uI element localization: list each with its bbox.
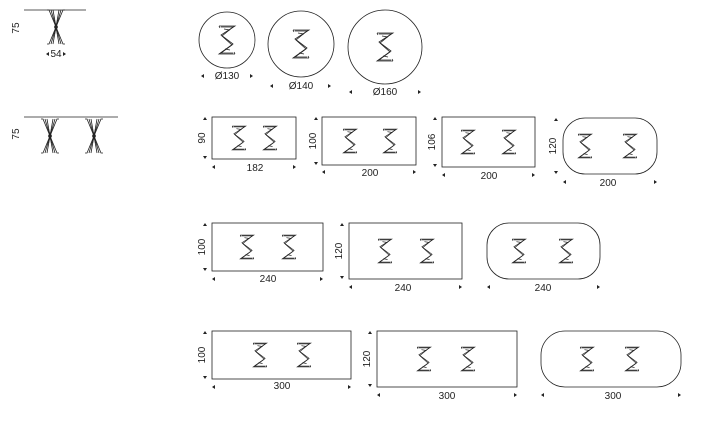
round-top-outline (198, 11, 256, 69)
dimension-arrows (433, 117, 535, 177)
z-base-plan (292, 29, 310, 59)
z-base-plan (218, 25, 236, 55)
z-base-plan (501, 129, 517, 155)
rounded-top-outline (562, 117, 658, 175)
width-label: 200 (600, 178, 617, 189)
rect-top-outline (211, 222, 324, 272)
x-base-side (46, 9, 66, 45)
rounded-top-outline (540, 330, 682, 388)
depth-label: 100 (197, 346, 208, 363)
width-label: 54 (50, 49, 62, 60)
depth-label: 100 (308, 132, 319, 149)
x-base-side (40, 118, 60, 154)
z-base-plan (624, 346, 640, 372)
diameter-label: Ø130 (215, 71, 240, 82)
side-view-double: 75 (11, 116, 118, 154)
table-240x120: 120 240 (334, 222, 463, 294)
z-base-plan (579, 346, 595, 372)
round-top-130: Ø130 (198, 11, 256, 82)
diameter-label: Ø160 (373, 87, 398, 98)
z-base-plan (416, 346, 432, 372)
width-label: 182 (247, 163, 264, 174)
rect-top-outline (348, 222, 463, 280)
height-label: 75 (11, 128, 22, 140)
round-top-160: Ø160 (347, 9, 423, 98)
side-view-single: 75 54 (11, 9, 86, 60)
width-label: 300 (439, 391, 456, 402)
table-200x106: 106 200 (427, 116, 536, 182)
z-base-plan (460, 129, 476, 155)
z-base-plan (377, 238, 393, 264)
width-label: 240 (535, 283, 552, 294)
width-label: 240 (260, 274, 277, 285)
height-label: 75 (11, 22, 22, 34)
z-base-plan (460, 346, 476, 372)
table-240-rounded: 240 (486, 222, 601, 294)
width-label: 200 (362, 168, 379, 179)
rect-top-outline (441, 116, 536, 168)
x-base-side (84, 118, 104, 154)
width-label: 200 (481, 171, 498, 182)
depth-label: 90 (197, 132, 208, 144)
z-base-plan (622, 133, 638, 159)
width-label: 240 (395, 283, 412, 294)
table-300-rounded: 300 (540, 330, 682, 402)
depth-label: 120 (362, 350, 373, 367)
round-top-outline (267, 10, 335, 78)
z-base-plan (342, 128, 358, 154)
table-240x100: 100 240 (197, 222, 324, 285)
z-base-plan (577, 133, 593, 159)
z-base-plan (382, 128, 398, 154)
width-label: 300 (274, 381, 291, 392)
z-base-plan (511, 238, 527, 264)
rect-top-outline (211, 330, 352, 380)
rounded-top-outline (486, 222, 601, 280)
z-base-plan (376, 32, 394, 62)
rect-top-outline (211, 116, 297, 160)
depth-label: 120 (548, 137, 559, 154)
dimension-arrows (203, 117, 296, 169)
depth-label: 106 (427, 133, 438, 150)
round-top-outline (347, 9, 423, 85)
diameter-label: Ø140 (289, 81, 314, 92)
table-200x120-rounded: 120 200 (548, 117, 658, 189)
table-200x100: 100 200 (308, 116, 417, 179)
round-top-140: Ø140 (267, 10, 335, 92)
z-base-plan (558, 238, 574, 264)
z-base-plan (262, 125, 278, 151)
dimension-arrows (314, 117, 416, 174)
rect-top-outline (321, 116, 417, 166)
table-300x100: 100 300 (197, 330, 352, 392)
z-base-plan (281, 234, 297, 260)
z-base-plan (239, 234, 255, 260)
table-182x90: 90 182 (197, 116, 297, 174)
dimension-arrows (203, 223, 323, 281)
width-label: 300 (605, 391, 622, 402)
z-base-plan (231, 125, 247, 151)
z-base-plan (252, 342, 268, 368)
table-300x120: 120 300 (362, 330, 518, 402)
rect-top-outline (376, 330, 518, 388)
z-base-plan (296, 342, 312, 368)
depth-label: 120 (334, 242, 345, 259)
depth-label: 100 (197, 238, 208, 255)
z-base-plan (419, 238, 435, 264)
